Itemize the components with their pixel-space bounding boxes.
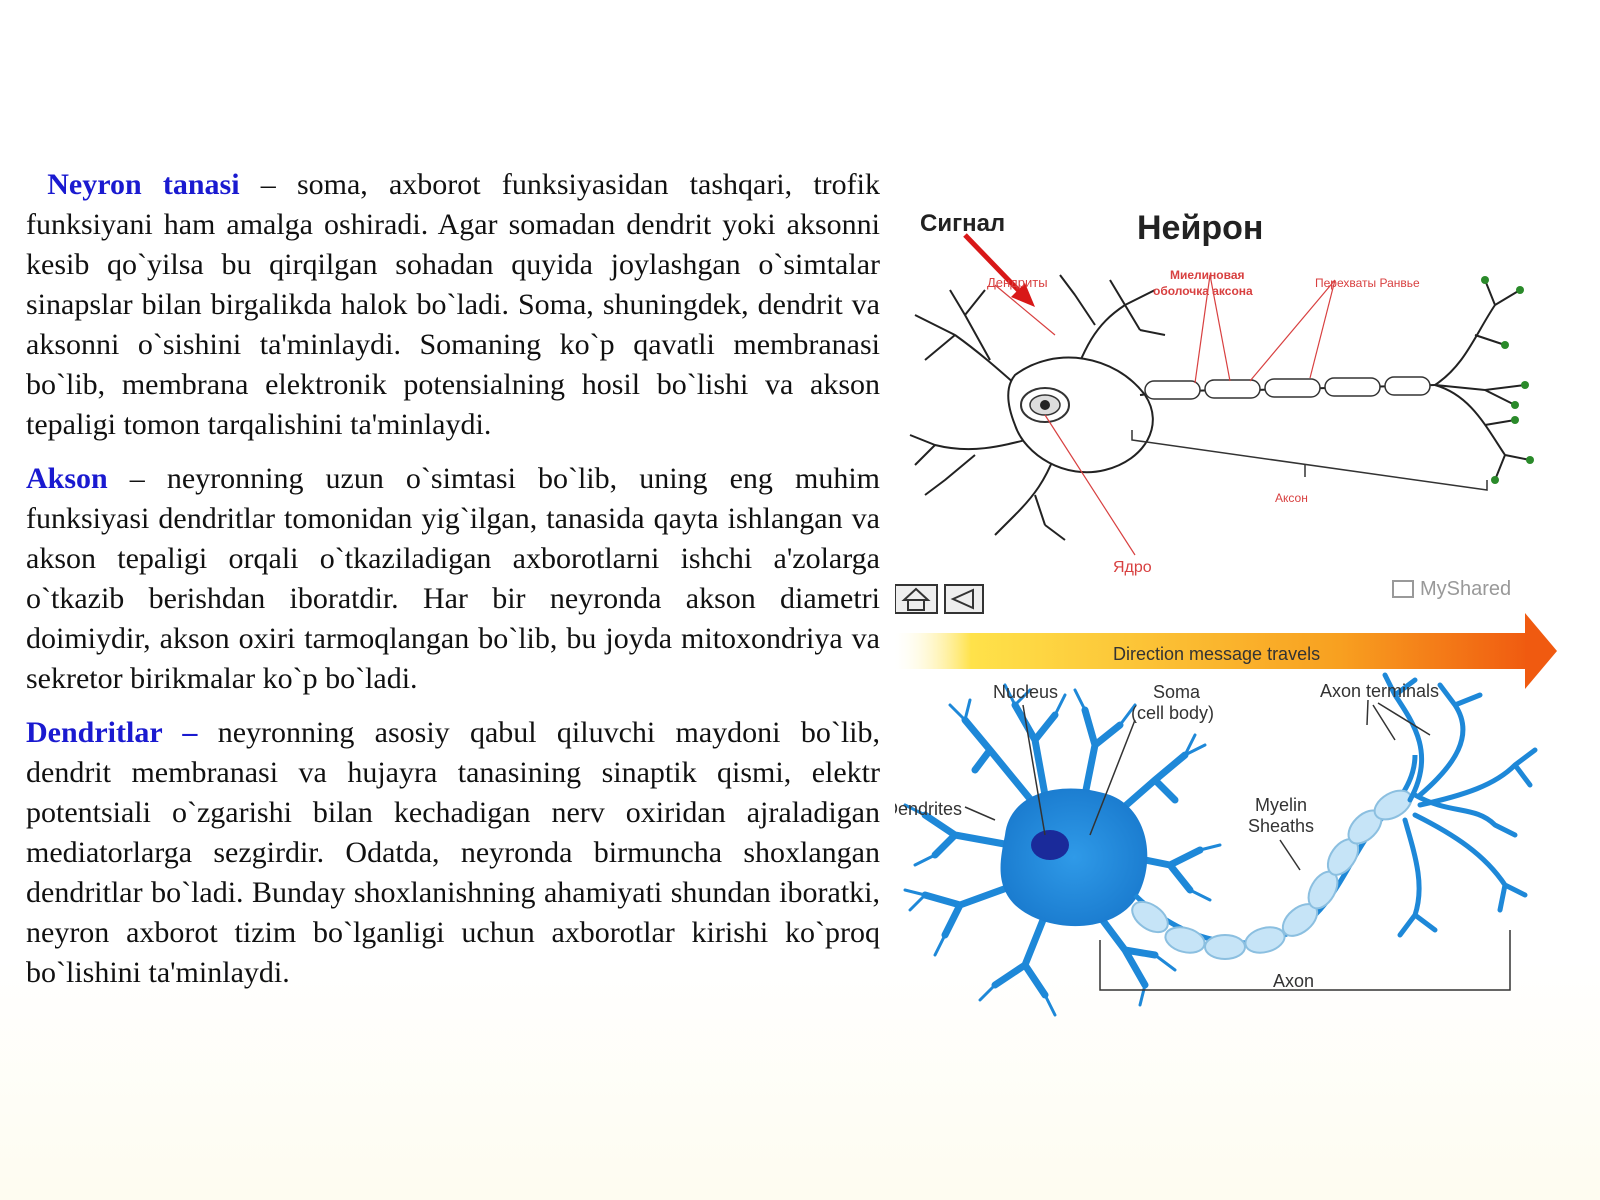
- neuron-diagram-bottom: Direction message travels: [885, 613, 1557, 1017]
- watermark: MyShared: [1392, 578, 1511, 600]
- soma-shape: [1007, 356, 1154, 474]
- neuron-illustration: Сигнал Нейрон Дендриты Миелиновая оболоч…: [885, 195, 1600, 1040]
- myelin-label-en-1: Myelin: [1255, 795, 1307, 815]
- blue-dendrites-icon: [921, 701, 1204, 999]
- back-arrow-icon: [950, 588, 974, 610]
- nucleus-label-en: Nucleus: [993, 682, 1058, 702]
- term-dendritlar: Dendritlar –: [26, 716, 198, 749]
- dendrites-label-ru: Дендриты: [987, 275, 1048, 290]
- axon-blue-line: [1133, 754, 1418, 946]
- home-icon: [901, 587, 931, 611]
- back-button[interactable]: [944, 584, 984, 614]
- axon-terminals-icon: [1434, 279, 1531, 481]
- paragraph-neyron-tanasi: Neyron tanasi – soma, axborot funksiyasi…: [26, 165, 880, 445]
- watermark-label: MyShared: [1420, 578, 1511, 600]
- signal-arrow-icon: [963, 233, 1035, 307]
- term-akson: Akson: [26, 462, 108, 495]
- home-button[interactable]: [894, 584, 938, 614]
- myelin-label-ru-1: Миелиновая: [1170, 268, 1245, 282]
- watermark-icon: [1392, 580, 1414, 598]
- direction-label: Direction message travels: [1113, 644, 1320, 664]
- myelin-sheaths-icon: [1131, 789, 1413, 960]
- dendrite-tree-icon: [909, 274, 1166, 541]
- nucleus-icon: [1020, 387, 1070, 423]
- ranvier-label-ru: Перехваты Ранвье: [1315, 276, 1420, 290]
- axon-label-en: Axon: [1273, 971, 1314, 991]
- nucleus-label-ru: Ядро: [1113, 559, 1152, 576]
- soma-label-en-2: (cell body): [1131, 703, 1214, 723]
- signal-label: Сигнал: [920, 210, 1005, 237]
- soma-blue-shape: [1000, 788, 1148, 927]
- neuron-title: Нейрон: [1137, 209, 1263, 247]
- myelin-sheath-segments: [1144, 376, 1431, 400]
- term-neyron-tanasi: Neyron tanasi: [47, 168, 240, 201]
- myelin-label-en-2: Sheaths: [1248, 816, 1314, 836]
- axon-bracket: [1131, 430, 1488, 491]
- paragraph-dendritlar: Dendritlar – neyronning asosiy qabul qil…: [26, 713, 880, 993]
- neuron-diagram-top: Сигнал Нейрон Дендриты Миелиновая оболоч…: [909, 209, 1534, 576]
- dendrites-label-en: Dendrites: [895, 799, 962, 819]
- axon-label-ru: Аксон: [1275, 491, 1308, 505]
- paragraph-akson: Akson – neyronning uzun o`simtasi bo`lib…: [26, 459, 880, 699]
- paragraph-body: – soma, axborot funksiyasidan tashqari, …: [26, 168, 880, 441]
- direction-arrow-icon: [895, 613, 1557, 689]
- axon-terminals-label-en: Axon terminals: [1320, 681, 1439, 701]
- nucleus-blue-icon: [1031, 830, 1069, 860]
- paragraph-body: – neyronning uzun o`simtasi bo`lib, unin…: [26, 462, 880, 695]
- soma-label-en-1: Soma: [1153, 682, 1201, 702]
- paragraph-body: neyronning asosiy qabul qiluvchi maydoni…: [26, 716, 880, 989]
- axon-terminals-blue-icon: [1382, 672, 1538, 938]
- myelin-label-ru-2: оболочка аксона: [1153, 284, 1253, 298]
- text-column: Neyron tanasi – soma, axborot funksiyasi…: [26, 165, 880, 1007]
